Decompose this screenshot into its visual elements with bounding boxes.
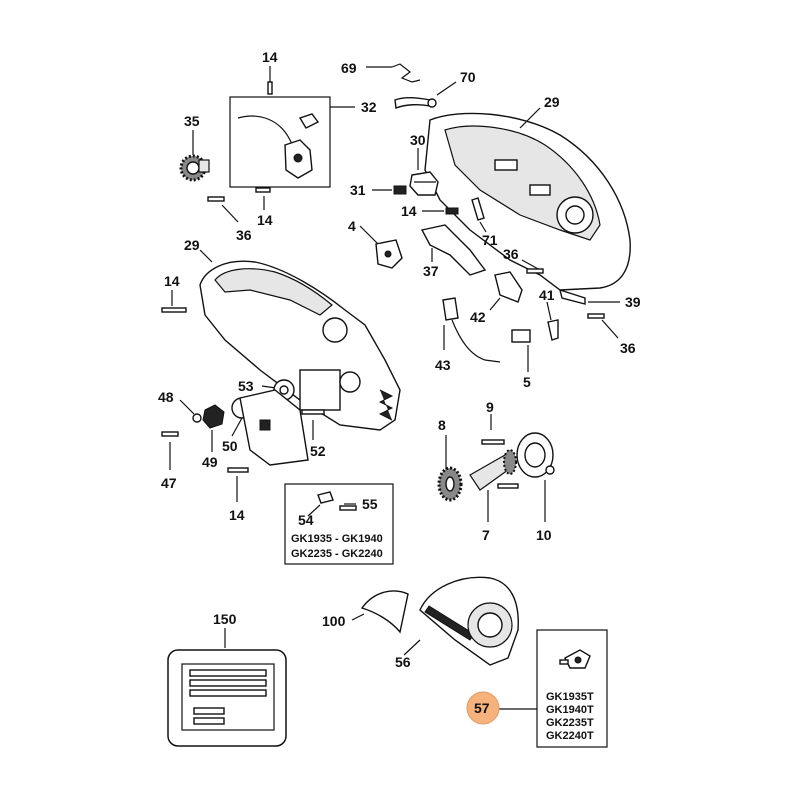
label-41: 41 <box>539 287 555 303</box>
part-50-cover-plate <box>231 389 309 466</box>
label-7: 7 <box>482 527 490 543</box>
part-70-hose <box>394 81 457 109</box>
part-29-housing-right <box>424 107 631 291</box>
part-41-spring <box>546 301 559 341</box>
label-39: 39 <box>625 294 641 310</box>
model-line-b2: GK1940T <box>546 704 594 716</box>
label-4: 4 <box>348 218 356 234</box>
label-8: 8 <box>438 417 446 433</box>
part-14-screw-e <box>227 467 249 502</box>
label-43: 43 <box>435 357 451 373</box>
part-49-sprocket <box>202 404 225 452</box>
label-150: 150 <box>213 611 237 627</box>
label-70: 70 <box>460 69 476 85</box>
part-48-washer <box>179 399 202 423</box>
label-30: 30 <box>410 132 426 148</box>
part-14-screw-top <box>267 66 273 95</box>
part-71-pin <box>471 197 487 233</box>
part-42-lockout <box>489 271 523 311</box>
label-29-left: 29 <box>184 237 200 253</box>
part-9-pin <box>481 414 505 445</box>
part-5-connector <box>511 329 531 372</box>
label-14-b: 14 <box>257 212 273 228</box>
label-100: 100 <box>322 613 346 629</box>
label-56: 56 <box>395 654 411 670</box>
part-10-cover <box>516 432 555 522</box>
label-14-top: 14 <box>262 49 278 65</box>
part-31-spring <box>372 185 407 195</box>
part-36-pin-b <box>521 259 544 274</box>
label-5: 5 <box>523 374 531 390</box>
part-37-trigger <box>420 224 487 276</box>
label-35: 35 <box>184 113 200 129</box>
part-14-screw-d <box>161 290 187 313</box>
label-53: 53 <box>238 378 254 394</box>
label-55: 55 <box>362 496 378 512</box>
highlight-badge-57[interactable] <box>466 691 500 725</box>
label-37: 37 <box>423 263 439 279</box>
part-7-spindle <box>469 449 519 522</box>
part-47-screw <box>161 431 179 470</box>
label-69: 69 <box>341 60 357 76</box>
model-line-b4: GK2240T <box>546 730 594 742</box>
label-42: 42 <box>470 309 486 325</box>
label-29-top: 29 <box>544 94 560 110</box>
part-36-pin-c <box>587 313 619 339</box>
part-32-box <box>229 96 355 188</box>
label-31: 31 <box>350 182 366 198</box>
label-54: 54 <box>298 512 314 528</box>
part-36-pin-a <box>207 196 239 223</box>
label-36-b: 36 <box>503 246 519 262</box>
model-line-b3: GK2235T <box>546 717 594 729</box>
part-8-gear <box>437 435 463 502</box>
part-43-cable <box>442 297 501 363</box>
part-100-cap <box>351 590 409 634</box>
label-57[interactable]: 57 <box>474 700 490 716</box>
label-36-c: 36 <box>620 340 636 356</box>
model-line-a1: GK1935 - GK1940 <box>291 533 383 545</box>
part-69-clip <box>366 63 421 83</box>
label-14-c: 14 <box>401 203 417 219</box>
label-47: 47 <box>161 475 177 491</box>
label-49: 49 <box>202 454 218 470</box>
part-150-label <box>167 628 287 747</box>
part-56-side-cover <box>403 576 519 666</box>
model-line-b1: GK1935T <box>546 691 594 703</box>
part-29-housing-left <box>199 249 401 431</box>
box-57 <box>498 629 608 748</box>
label-14-e: 14 <box>229 507 245 523</box>
part-14-screw-c <box>422 207 459 215</box>
part-14-screw-b <box>255 187 271 210</box>
label-36-a: 36 <box>236 227 252 243</box>
label-10: 10 <box>536 527 552 543</box>
part-39-lever <box>559 288 620 305</box>
label-32: 32 <box>361 99 377 115</box>
label-14-d: 14 <box>164 273 180 289</box>
part-52-bolt <box>301 409 325 440</box>
label-71: 71 <box>482 232 498 248</box>
label-9: 9 <box>486 399 494 415</box>
part-30-oil-pump <box>409 148 439 196</box>
part-35-gear <box>179 130 210 182</box>
label-48: 48 <box>158 389 174 405</box>
box-54-55 <box>284 483 394 565</box>
part-4-switch <box>359 225 403 269</box>
label-50: 50 <box>222 438 238 454</box>
label-52: 52 <box>310 443 326 459</box>
model-line-a2: GK2235 - GK2240 <box>291 548 383 560</box>
